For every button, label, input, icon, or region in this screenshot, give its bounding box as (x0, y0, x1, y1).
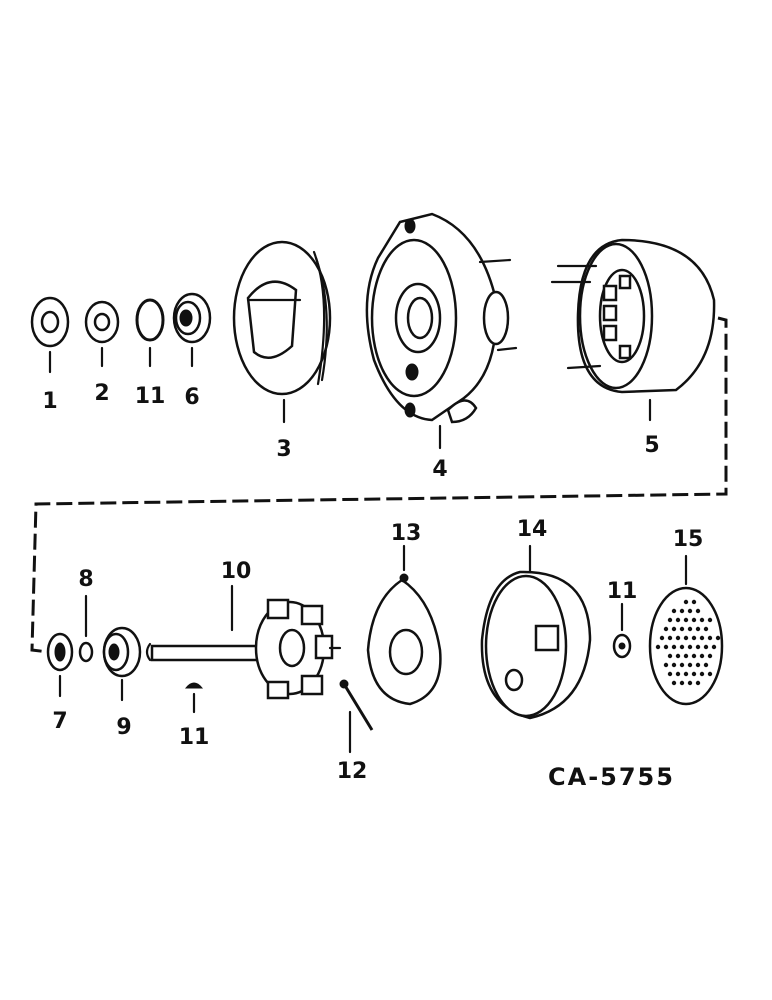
screen-hole (679, 662, 685, 668)
screen-hole (671, 644, 677, 650)
screen-hole (675, 617, 681, 623)
label-12: 12 (337, 759, 368, 784)
screen-hole (699, 617, 705, 623)
screen-hole (687, 644, 693, 650)
screen-hole (699, 653, 705, 659)
part-1-washer (30, 296, 70, 374)
screen-hole (691, 617, 697, 623)
label-5: 5 (644, 433, 659, 458)
screen-hole (667, 617, 673, 623)
screen-hole (687, 626, 693, 632)
screen-hole (703, 644, 709, 650)
screen-hole (683, 671, 689, 677)
screen-hole (687, 608, 693, 614)
screen-hole (671, 680, 677, 686)
label-15: 15 (673, 527, 704, 552)
label-13: 13 (391, 521, 422, 546)
label-4: 4 (432, 457, 447, 482)
part-9-bearing (102, 626, 142, 702)
screen-hole (687, 662, 693, 668)
screen-hole (671, 608, 677, 614)
part-4-drive-end-housing (365, 212, 518, 450)
label-8: 8 (78, 567, 93, 592)
screen-hole (667, 671, 673, 677)
screen-hole (695, 680, 701, 686)
part-11-nut (612, 602, 632, 659)
part-11-snap-ring (135, 298, 165, 368)
assembly-connector-line (30, 316, 728, 654)
screen-hole (663, 662, 669, 668)
screen-hole (667, 653, 673, 659)
screen-hole (663, 626, 669, 632)
label-7: 7 (52, 709, 67, 734)
screen-hole (675, 635, 681, 641)
screen-hole (695, 608, 701, 614)
screen-hole (707, 635, 713, 641)
part-15-screen (648, 554, 724, 706)
screen-hole (683, 635, 689, 641)
screen-hole (691, 671, 697, 677)
screen-hole (675, 671, 681, 677)
label-11-right: 11 (607, 579, 638, 604)
label-10: 10 (221, 559, 252, 584)
screen-hole (711, 644, 717, 650)
part-7-bearing (46, 632, 74, 698)
screen-hole (667, 635, 673, 641)
screen-hole (683, 653, 689, 659)
part-11-key (184, 682, 204, 714)
part-5-stator (550, 238, 716, 422)
label-6: 6 (184, 385, 199, 410)
reference-code: CA-5755 (548, 763, 675, 791)
screen-hole (675, 653, 681, 659)
screen-hole (691, 635, 697, 641)
screen-holes (655, 599, 721, 686)
part-13-baffle-plate (366, 544, 442, 706)
screen-hole (707, 653, 713, 659)
label-3: 3 (276, 437, 291, 462)
screen-hole (703, 662, 709, 668)
screen-hole (695, 644, 701, 650)
screen-hole (715, 635, 721, 641)
screen-hole (699, 635, 705, 641)
screen-hole (663, 644, 669, 650)
label-9: 9 (116, 715, 131, 740)
screen-hole (687, 680, 693, 686)
part-6-bearing (172, 292, 212, 368)
screen-hole (695, 662, 701, 668)
part-3-retainer-plate (232, 240, 332, 424)
label-1: 1 (42, 389, 57, 414)
screen-hole (659, 635, 665, 641)
part-12-screw (339, 679, 374, 754)
screen-hole (707, 617, 713, 623)
part-14-end-cover (480, 544, 592, 720)
screen-hole (655, 644, 661, 650)
label-11-upper: 11 (135, 384, 166, 409)
label-14: 14 (517, 517, 548, 542)
screen-hole (679, 626, 685, 632)
screen-hole (691, 653, 697, 659)
screen-hole (683, 617, 689, 623)
screen-hole (671, 662, 677, 668)
screen-hole (699, 671, 705, 677)
screen-hole (691, 599, 697, 605)
part-10-rotor (145, 584, 342, 700)
label-11-lower: 11 (179, 725, 210, 750)
screen-hole (703, 626, 709, 632)
screen-hole (683, 599, 689, 605)
screen-hole (679, 608, 685, 614)
part-2-spacer (84, 300, 120, 368)
label-2: 2 (94, 381, 109, 406)
screen-hole (671, 626, 677, 632)
screen-hole (695, 626, 701, 632)
screen-hole (707, 671, 713, 677)
part-8-washer (78, 594, 94, 663)
screen-hole (679, 644, 685, 650)
screen-hole (679, 680, 685, 686)
